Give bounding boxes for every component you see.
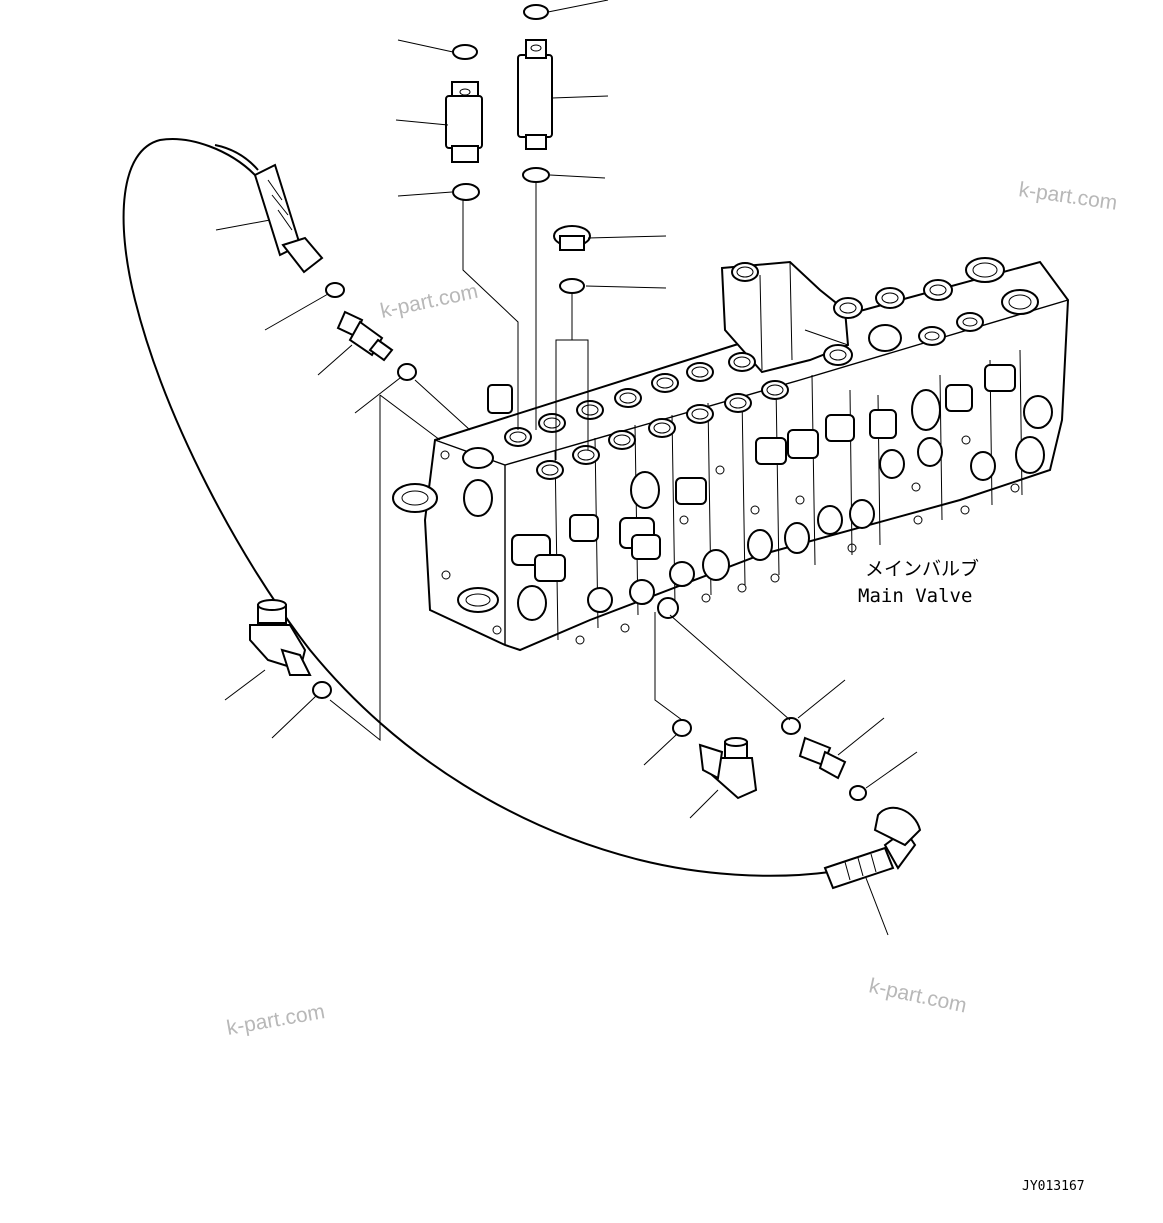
check-valve-short bbox=[445, 44, 483, 201]
check-valve-tall bbox=[517, 4, 553, 183]
elbow-fitting-left bbox=[249, 599, 332, 699]
main-valve-label-en: Main Valve bbox=[858, 585, 972, 607]
plug bbox=[553, 225, 591, 294]
connector-left-upper bbox=[325, 282, 417, 381]
watermark-4: k-part.com bbox=[867, 974, 969, 1017]
watermark-2: k-part.com bbox=[378, 280, 480, 323]
main-valve-label-jp: メインバルブ bbox=[865, 557, 979, 580]
main-valve-block bbox=[392, 257, 1070, 652]
leader-lines bbox=[215, 0, 918, 936]
elbow-fitting-right bbox=[672, 719, 758, 800]
straight-connector-right bbox=[781, 717, 867, 801]
drawing-code: JY013167 bbox=[1022, 1179, 1085, 1194]
hose-end-right bbox=[823, 806, 922, 890]
watermark-3: k-part.com bbox=[225, 1000, 327, 1040]
hose-end-left bbox=[253, 163, 324, 274]
watermark-1: k-part.com bbox=[1017, 178, 1118, 215]
pilot-hose bbox=[122, 138, 922, 890]
